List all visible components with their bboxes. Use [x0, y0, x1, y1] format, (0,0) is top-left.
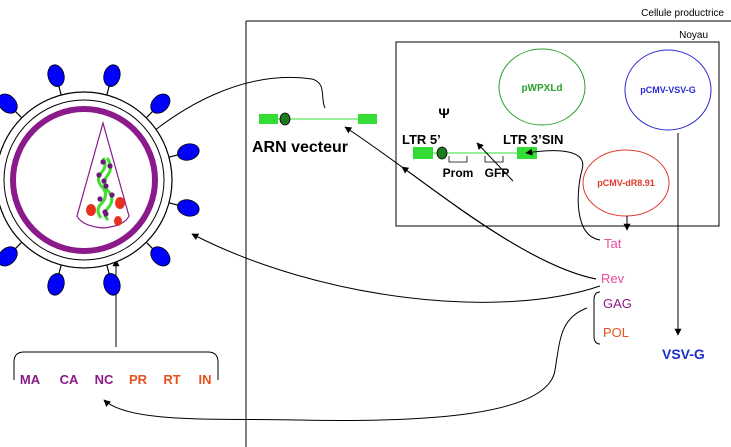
vector-rna: ARN vecteur [252, 112, 377, 156]
enzyme-bottom [114, 216, 122, 226]
plasmid-pcmv-dr891: pCMV-dR8.91 [582, 149, 670, 217]
arrow-pwpxld-to-vector [476, 142, 514, 182]
psi-element [436, 146, 448, 160]
enzyme-left [86, 204, 96, 216]
spike-glycoprotein [177, 199, 200, 217]
ltr5-box [413, 147, 433, 159]
plasmid-pwpxld: pWPXLd [498, 48, 586, 126]
gfp-bracket [484, 156, 504, 163]
spike-glycoprotein [47, 273, 65, 296]
spike-glycoprotein [177, 143, 200, 161]
nucleus-box [395, 41, 720, 227]
prom-label: Prom [443, 166, 474, 180]
prom-bracket [448, 156, 468, 163]
plasmid-pcmv-dr891-label: pCMV-dR8.91 [597, 178, 655, 188]
spike-glycoprotein [103, 64, 121, 87]
plasmid-pwpxld-label: pWPXLd [521, 83, 562, 94]
spike-glycoprotein [150, 246, 171, 267]
arrow-rev-to-vector [401, 166, 597, 280]
ltr5-label: LTR 5’ [402, 132, 441, 147]
spike-glycoprotein [150, 93, 171, 114]
protein-vsvg: VSV-G [662, 346, 705, 362]
virion-protein-nc: NC [95, 372, 114, 387]
protein-pol: POL [603, 325, 629, 340]
virion-protein-rt: RT [163, 372, 180, 387]
virion-protein-in: IN [199, 372, 212, 387]
viral-rna-strand [96, 157, 108, 219]
protein-tat: Tat [604, 236, 622, 251]
gag-pol-bracket [593, 291, 601, 345]
virion-proteins-bracket [13, 351, 219, 380]
envelope-spikes [0, 64, 200, 296]
nucleocapsid-dots [96, 159, 115, 217]
vector-rna-left-box [259, 114, 278, 124]
virion-protein-ma: MA [20, 372, 41, 387]
arrow-tat-to-ltr [525, 148, 601, 241]
ltr3-label: LTR 3’SIN [503, 132, 563, 147]
nucleocapsid-dot [97, 196, 103, 202]
vector-rna-right-box [358, 114, 377, 124]
spike-glycoprotein [0, 93, 18, 114]
vector-rna-label: ARN vecteur [252, 139, 348, 156]
plasmid-pcmv-vsvg-label: pCMV-VSV-G [640, 85, 696, 95]
arrow-rev-to-rna [344, 126, 597, 280]
protein-rev: Rev [601, 271, 625, 286]
protein-gag: GAG [603, 296, 632, 311]
nucleocapsid-dot [101, 178, 107, 184]
plasmid-pcmv-vsvg: pCMV-VSV-G [624, 49, 712, 131]
spike-glycoprotein [103, 273, 121, 296]
virion-protein-pr: PR [129, 372, 148, 387]
spike-glycoprotein [0, 246, 18, 267]
nucleocapsid-dot [107, 163, 113, 169]
arrow-to-virion-right [191, 233, 601, 303]
nucleocapsid-dot [103, 183, 109, 189]
lentiviral-virion [0, 64, 200, 296]
nucleocapsid-dot [109, 192, 115, 198]
matrix-layer [10, 106, 158, 254]
inner-membrane [3, 99, 165, 261]
psi-label: Ψ [438, 105, 449, 121]
vector-construct: Ψ LTR 5’ LTR 3’SIN Prom GFP [402, 105, 563, 180]
nucleocapsid-dot [103, 211, 109, 217]
virion-protein-ca: CA [60, 372, 79, 387]
virion-protein-list: MA CA NC PR RT IN [20, 372, 212, 387]
arrow-gag-to-nc [103, 307, 588, 421]
spike-glycoprotein [47, 64, 65, 87]
gfp-label: GFP [485, 166, 510, 180]
enzyme-right [115, 197, 125, 209]
nucleus-label: Noyau [679, 30, 708, 41]
arrow-rna-to-virion [115, 76, 326, 166]
vector-rna-psi [279, 112, 291, 126]
nucleocapsid-dot [100, 159, 106, 165]
producer-cell-label: Cellule productrice [641, 8, 724, 19]
nucleocapsid-dot [96, 172, 102, 178]
